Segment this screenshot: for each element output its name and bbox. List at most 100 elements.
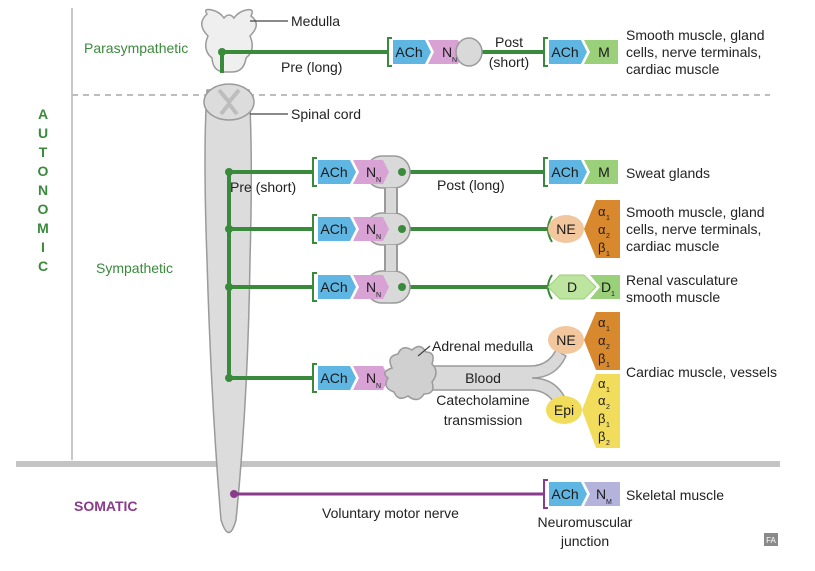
d1-subscript: 1 — [611, 291, 615, 298]
post-nodes — [398, 168, 406, 291]
sub-text: 2 — [606, 440, 610, 447]
nn-receptor-box — [353, 275, 389, 299]
m-receptor-box — [584, 40, 618, 64]
ach-text: ACh — [551, 44, 578, 60]
alpha-text: α — [598, 204, 606, 219]
adrenal-medulla-label: Adrenal medulla — [432, 338, 533, 354]
synapse-bracket — [312, 157, 317, 187]
nn-receptor-box — [353, 366, 389, 390]
ach-box — [318, 160, 356, 184]
ach-box — [318, 217, 356, 241]
beta-text: β — [598, 240, 605, 255]
post-label: Post — [495, 34, 523, 50]
dopamine-box — [547, 274, 597, 300]
target-label: Smooth muscle, gland — [626, 27, 765, 43]
sub-text: 1 — [606, 387, 610, 394]
synapse-bracket — [312, 272, 317, 302]
fiber-nodes — [218, 48, 233, 382]
d-text: D — [567, 279, 577, 295]
synapse-bracket — [312, 363, 317, 393]
medulla-icon — [201, 8, 257, 73]
ne-ellipse — [548, 215, 584, 243]
target-label: Sweat glands — [626, 165, 710, 181]
target-label: cells, nerve terminals, — [626, 44, 761, 60]
target-label: Renal vasculature — [626, 272, 738, 288]
ach-text: ACh — [395, 44, 422, 60]
ach-text: ACh — [551, 164, 578, 180]
post-short-label: (short) — [489, 54, 529, 70]
ach-text: ACh — [320, 279, 347, 295]
nn-subscript: N — [376, 177, 381, 184]
adrenergic-receptor-box — [584, 200, 620, 258]
adrenal-medulla-icon — [384, 345, 437, 401]
sub-text: 1 — [606, 326, 610, 333]
ach-text: ACh — [320, 164, 347, 180]
nn-text: N — [366, 370, 376, 386]
target-label: Smooth muscle, gland — [626, 204, 765, 220]
beta-text: β — [598, 351, 605, 366]
target-label: cardiac muscle — [626, 238, 720, 254]
nn-receptor-box — [353, 217, 389, 241]
epi-receptor-box — [582, 374, 620, 448]
sub-text: 1 — [606, 251, 610, 258]
autonomic-letter: U — [38, 125, 48, 141]
target-label: smooth muscle — [626, 289, 720, 305]
junction-label: junction — [560, 533, 609, 549]
autonomic-letter: M — [37, 220, 49, 236]
gray-matter-icon — [217, 88, 241, 116]
alpha-text: α — [598, 333, 606, 348]
somatic-node — [230, 490, 238, 498]
transmission-label: transmission — [444, 412, 523, 428]
catecholamine-label: Catecholamine — [436, 392, 530, 408]
autonomic-letter: T — [39, 144, 48, 160]
beta-text: β — [598, 411, 605, 426]
ach-box — [318, 366, 356, 390]
blood-vessel — [419, 348, 567, 408]
watermark-text: FA — [766, 536, 776, 545]
epi-text: Epi — [554, 402, 574, 418]
ach-text: ACh — [551, 486, 578, 502]
ne-text: NE — [556, 221, 575, 237]
nn-text: N — [366, 164, 376, 180]
beta-text: β — [598, 429, 605, 444]
nn-subscript: N — [452, 57, 457, 64]
ach-text: ACh — [320, 221, 347, 237]
autonomic-letter: O — [38, 201, 49, 217]
target-label: Cardiac muscle, vessels — [626, 364, 777, 380]
nm-receptor-box — [584, 482, 620, 506]
watermark-icon — [764, 533, 778, 546]
alpha-text: α — [598, 222, 606, 237]
ach-box — [549, 482, 587, 506]
voluntary-motor-nerve-label: Voluntary motor nerve — [322, 505, 459, 521]
synapse-bracket — [312, 214, 317, 244]
target-label: cardiac muscle — [626, 61, 720, 77]
synapse-bracket — [387, 37, 392, 67]
autonomic-label: A U T O N O M I C — [37, 106, 49, 274]
sub-text: 2 — [606, 233, 610, 240]
nm-subscript: M — [606, 499, 612, 506]
autonomic-letter: A — [38, 106, 48, 122]
m-text: M — [598, 164, 610, 180]
autonomic-letter: I — [41, 239, 45, 255]
autonomic-letter: O — [38, 163, 49, 179]
nn-receptor-box — [428, 40, 464, 64]
synapse-bracket — [543, 479, 548, 509]
target-label: cells, nerve terminals, — [626, 221, 761, 237]
medulla-label: Medulla — [291, 13, 340, 29]
ach-box — [393, 40, 431, 64]
nm-text: N — [596, 486, 606, 502]
sympathetic-label: Sympathetic — [96, 260, 173, 276]
d1-text: D — [601, 279, 611, 295]
ach-box — [318, 275, 356, 299]
ach-box — [549, 160, 587, 184]
alpha-text: α — [598, 393, 606, 408]
sub-text: 1 — [606, 215, 610, 222]
synapse-bracket — [543, 37, 548, 67]
nn-text: N — [442, 44, 452, 60]
neuromuscular-label: Neuromuscular — [538, 514, 633, 530]
epi-ellipse — [546, 396, 582, 424]
autonomic-letter: C — [38, 258, 48, 274]
nn-receptor-box — [353, 160, 389, 184]
sub-text: 1 — [606, 422, 610, 429]
